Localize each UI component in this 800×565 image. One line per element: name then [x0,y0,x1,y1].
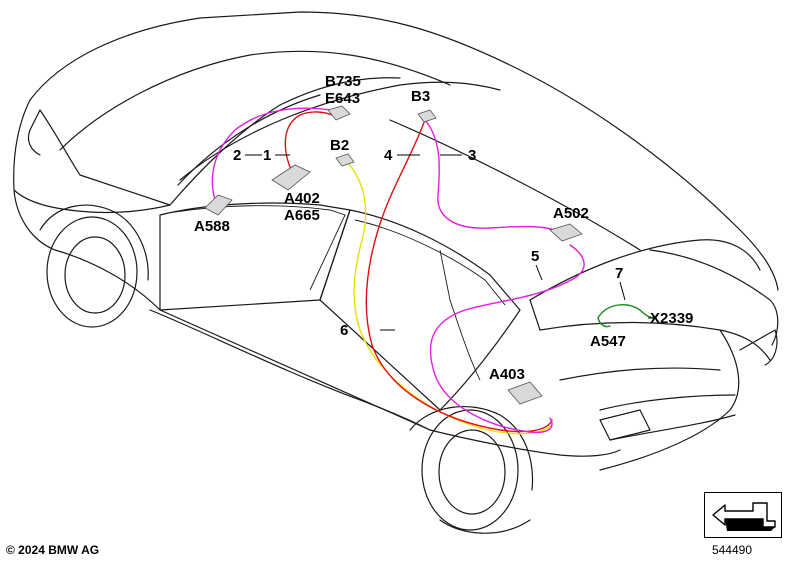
callout-2: 2 [233,147,241,164]
part-b2 [335,153,355,167]
navigation-box[interactable] [704,492,782,538]
return-arrow-icon [712,502,776,531]
label-a402: A402 [284,190,320,207]
component-labels: B735 E643 B3 B2 A402 A665 A588 A502 A403… [194,73,693,383]
part-a588 [204,194,233,216]
copyright-text: © 2024 BMW AG [6,543,100,557]
label-a403: A403 [489,366,525,383]
label-a502: A502 [553,205,589,222]
wire-5-magenta [429,244,585,434]
components [204,105,583,405]
part-a403 [507,381,543,405]
label-a547: A547 [590,333,626,350]
callout-1: 1 [263,147,271,164]
label-b2: B2 [330,137,349,154]
part-a402-a665 [271,164,311,191]
label-a665: A665 [284,207,320,224]
part-b3 [417,109,437,123]
label-e643: E643 [325,90,360,107]
label-b3: B3 [411,88,430,105]
callout-5: 5 [531,248,539,265]
callout-7: 7 [615,265,623,282]
wire-3-magenta [424,119,561,233]
wire-2-magenta [211,107,331,201]
label-x2339: X2339 [650,310,693,327]
callout-6: 6 [340,322,348,339]
callout-4: 4 [384,147,393,164]
wire-1-red [284,111,333,173]
label-b735: B735 [325,73,361,90]
car-body [13,11,779,534]
wire-6-yellow [344,159,553,435]
leader-lines [245,154,655,331]
part-a502 [549,223,583,242]
part-b735-e643 [327,105,351,121]
callout-numbers: 1 2 3 4 5 6 7 [233,147,623,339]
label-a588: A588 [194,218,230,235]
wire-4-red [365,119,553,433]
callout-3: 3 [468,147,476,164]
reference-number: 544490 [711,543,752,557]
wiring-harnesses [211,107,656,435]
